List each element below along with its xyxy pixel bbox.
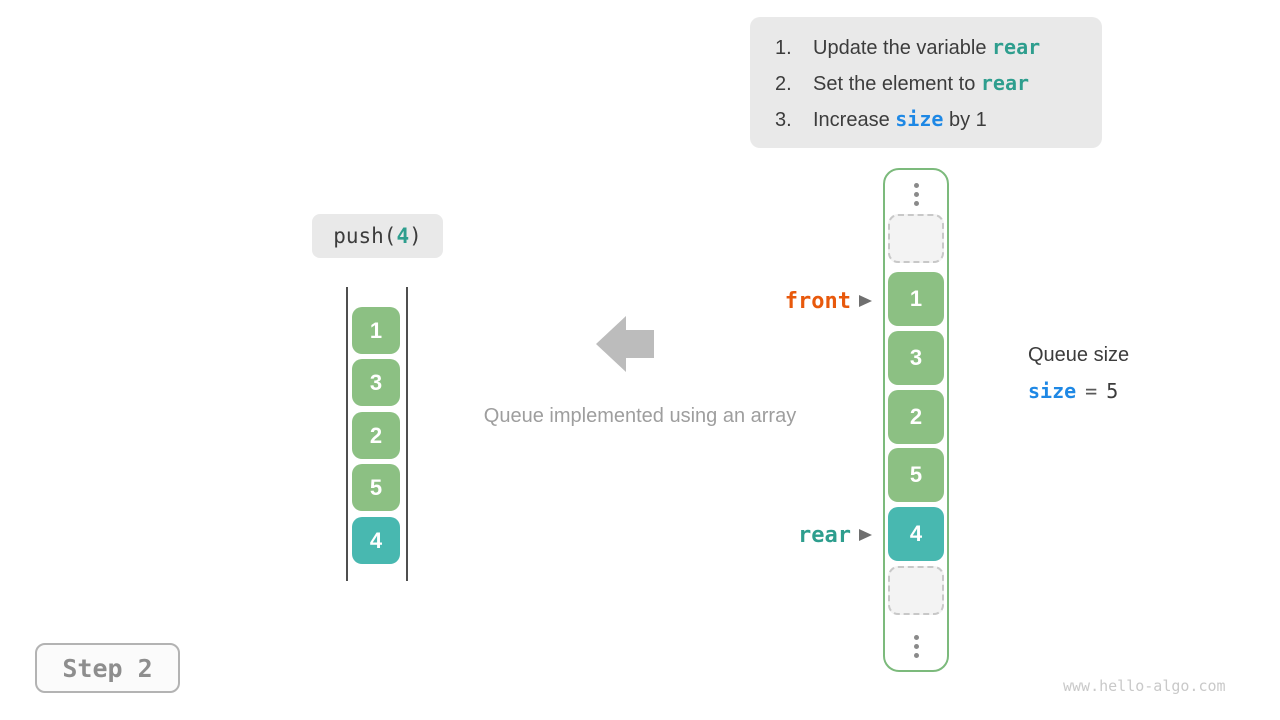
step-text: Update the variable <box>813 37 993 59</box>
step-number: 2. <box>775 73 792 95</box>
rear-pointer-label: rear <box>798 522 851 548</box>
stack-cell: 5 <box>352 464 400 511</box>
instruction-step-1: 1. Update the variable rear <box>775 29 1102 65</box>
dot <box>913 644 919 649</box>
watermark: www.hello-algo.com <box>1063 677 1226 695</box>
array-empty-slot <box>888 566 944 615</box>
array-cell-front: 1 <box>888 272 944 326</box>
stack-cell: 1 <box>352 307 400 354</box>
code-token-rear: rear <box>992 35 1041 59</box>
front-pointer: front <box>740 287 872 315</box>
rear-pointer: rear <box>740 521 872 549</box>
queue-size-title: Queue size <box>1028 344 1130 366</box>
array-cell-rear: 4 <box>888 507 944 561</box>
dot <box>913 201 919 206</box>
instruction-panel: 1. Update the variable rear 2. Set the e… <box>750 17 1102 148</box>
instruction-step-2: 2. Set the element to rear <box>775 65 1102 101</box>
operation-close-paren: ) <box>409 224 422 248</box>
dot <box>913 635 919 640</box>
front-pointer-label: front <box>784 288 851 314</box>
step-text: by 1 <box>943 109 987 131</box>
queue-size-block: Queue size size = 5 <box>1028 344 1129 403</box>
stack-left-wall <box>346 287 348 581</box>
stack-cell: 2 <box>352 412 400 459</box>
dot <box>913 183 919 188</box>
diagram-caption: Queue implemented using an array <box>483 405 797 427</box>
operation-label: push( 4 ) <box>312 214 443 258</box>
step-text: Set the element to <box>813 73 981 95</box>
array-cell: 3 <box>888 331 944 385</box>
stack-cell: 3 <box>352 359 400 406</box>
stack-right-wall <box>406 287 408 581</box>
dot <box>913 192 919 197</box>
array-empty-slot <box>888 214 944 263</box>
code-token-rear: rear <box>980 71 1030 95</box>
dot <box>913 653 919 658</box>
size-value: 5 <box>1106 379 1119 403</box>
array-cell: 5 <box>888 448 944 502</box>
left-block-arrow-icon <box>596 316 654 372</box>
vertical-ellipsis-icon <box>885 635 947 658</box>
queue-size-value: size = 5 <box>1028 379 1129 403</box>
step-number: 3. <box>775 109 792 131</box>
operation-argument: 4 <box>396 224 410 248</box>
array-cell: 2 <box>888 390 944 444</box>
size-variable: size <box>1028 379 1077 403</box>
step-text: Increase <box>813 109 896 131</box>
code-token-size: size <box>895 107 944 131</box>
step-number: 1. <box>775 37 792 59</box>
equals-sign: = <box>1085 379 1098 403</box>
vertical-ellipsis-icon <box>885 183 947 206</box>
operation-name: push( <box>333 224 397 248</box>
right-arrowhead-icon <box>859 295 872 307</box>
array-frame: 1 3 2 5 4 <box>883 168 949 672</box>
right-arrowhead-icon <box>859 529 872 541</box>
instruction-step-3: 3. Increase size by 1 <box>775 101 1102 137</box>
stack-cell-new: 4 <box>352 517 400 564</box>
step-badge: Step 2 <box>35 643 180 693</box>
